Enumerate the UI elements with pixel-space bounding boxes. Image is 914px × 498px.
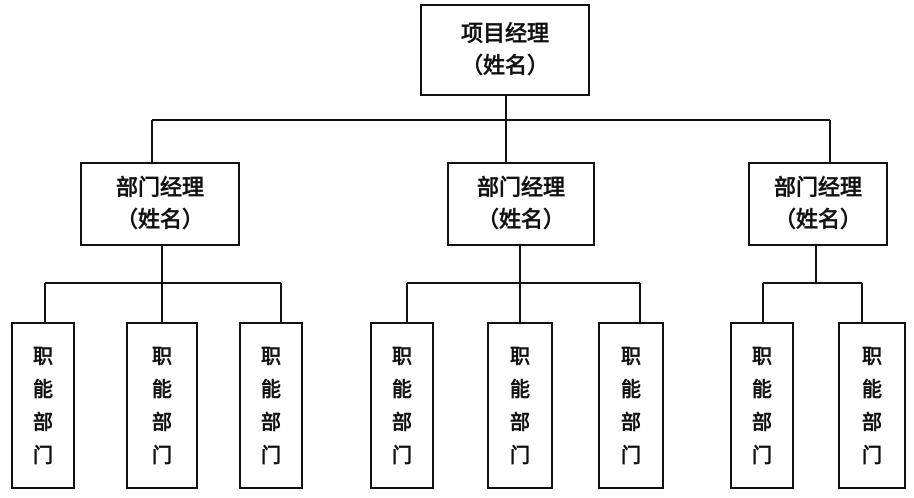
department-manager-name: （姓名） [476, 207, 565, 233]
department-manager-title: 部门经理 [476, 175, 565, 201]
department-manager-name: （姓名） [115, 207, 204, 233]
functional-department-box-4: 职能部门 [370, 322, 434, 489]
project-manager-name: （姓名） [460, 53, 549, 79]
functional-department-box-7: 职能部门 [730, 322, 794, 489]
department-manager-title: 部门经理 [773, 175, 862, 201]
functional-department-box-1: 职能部门 [11, 322, 75, 489]
functional-department-label: 职能部门 [33, 343, 53, 467]
functional-department-box-8: 职能部门 [838, 322, 906, 489]
functional-department-label: 职能部门 [862, 343, 882, 467]
functional-department-label: 职能部门 [152, 343, 172, 467]
functional-department-label: 职能部门 [510, 343, 530, 467]
functional-department-label: 职能部门 [621, 343, 641, 467]
functional-department-box-2: 职能部门 [126, 322, 198, 489]
functional-department-label: 职能部门 [261, 343, 281, 467]
project-manager-box: 项目经理 （姓名） [420, 4, 590, 96]
functional-department-box-5: 职能部门 [487, 322, 553, 489]
functional-department-label: 职能部门 [392, 343, 412, 467]
functional-department-box-3: 职能部门 [239, 322, 303, 489]
project-manager-title: 项目经理 [460, 21, 549, 47]
department-manager-box-2: 部门经理 （姓名） [447, 162, 595, 246]
department-manager-box-1: 部门经理 （姓名） [80, 162, 240, 246]
functional-department-box-6: 职能部门 [598, 322, 664, 489]
department-manager-title: 部门经理 [115, 175, 204, 201]
department-manager-box-3: 部门经理 （姓名） [748, 162, 888, 246]
functional-department-label: 职能部门 [752, 343, 772, 467]
department-manager-name: （姓名） [773, 207, 862, 233]
